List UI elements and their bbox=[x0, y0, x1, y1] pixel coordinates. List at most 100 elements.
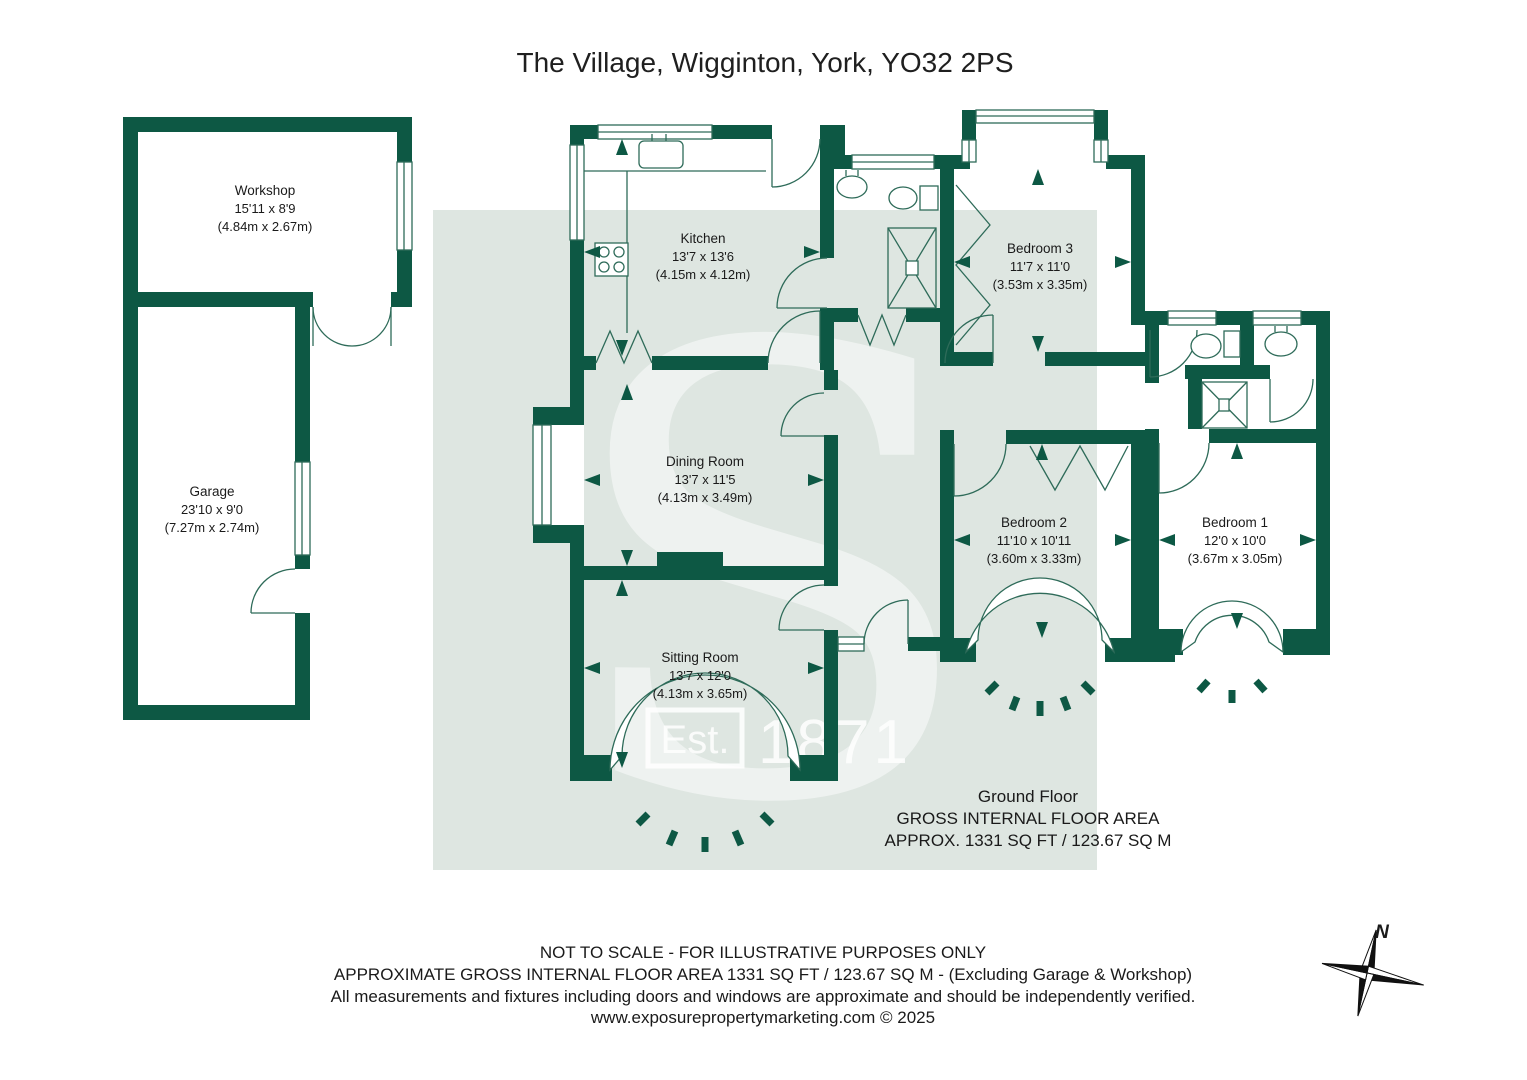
wall-segment bbox=[824, 580, 838, 586]
wall-segment bbox=[712, 125, 772, 139]
room-dims-m: (3.53m x 3.35m) bbox=[993, 277, 1088, 292]
room-name: Workshop bbox=[235, 183, 296, 198]
wall-segment bbox=[1131, 430, 1147, 638]
window bbox=[569, 144, 585, 241]
wall-segment bbox=[123, 292, 313, 307]
arrow bbox=[808, 662, 824, 674]
window bbox=[294, 461, 311, 556]
watermark-est-box bbox=[645, 707, 745, 769]
wall-segment bbox=[570, 370, 584, 407]
wall-segment bbox=[940, 155, 954, 366]
bay-mullions bbox=[635, 678, 1268, 852]
wall-segment bbox=[657, 552, 723, 566]
toilet-icon bbox=[1190, 330, 1241, 359]
wall-segment bbox=[908, 637, 940, 651]
room-dims-ft: 11'7 x 11'0 bbox=[1010, 259, 1070, 274]
room-label-bedroom3: Bedroom 3 11'7 x 11'0 (3.53m x 3.35m) bbox=[993, 241, 1088, 292]
door-arc bbox=[250, 568, 296, 614]
window bbox=[396, 161, 413, 251]
door-arc bbox=[863, 599, 909, 645]
arrow bbox=[1032, 336, 1044, 352]
arrow bbox=[1300, 534, 1316, 546]
arrow bbox=[621, 384, 633, 400]
wall-segment bbox=[824, 630, 838, 755]
window bbox=[532, 424, 584, 526]
room-label-kitchen: Kitchen 13'7 x 13'6 (4.15m x 4.12m) bbox=[656, 231, 751, 282]
window bbox=[837, 636, 865, 652]
footer-line1: NOT TO SCALE - FOR ILLUSTRATIVE PURPOSES… bbox=[540, 943, 986, 962]
shower-icon bbox=[1201, 381, 1248, 429]
wall-segment bbox=[820, 125, 845, 139]
wall-segment bbox=[570, 580, 584, 755]
door-arc bbox=[1158, 442, 1210, 494]
wall-segment bbox=[940, 352, 993, 366]
arrow bbox=[616, 752, 628, 768]
room-dims-ft: 11'10 x 10'11 bbox=[997, 533, 1072, 548]
bay-window bbox=[1180, 600, 1284, 654]
wall-segment bbox=[1185, 365, 1270, 379]
arrow bbox=[1231, 613, 1243, 629]
window bbox=[1252, 310, 1302, 326]
walls bbox=[123, 110, 1330, 781]
wall-segment bbox=[397, 117, 412, 162]
wall-segment bbox=[533, 525, 584, 543]
room-dims-ft: 12'0 x 10'0 bbox=[1204, 533, 1266, 548]
wall-segment bbox=[123, 292, 138, 720]
window bbox=[851, 154, 935, 170]
shower-icon bbox=[887, 227, 937, 309]
area-line2: GROSS INTERNAL FLOOR AREA bbox=[897, 809, 1161, 828]
area-line1: Ground Floor bbox=[978, 787, 1078, 806]
wall-segment bbox=[824, 370, 838, 390]
footer-disclaimer: NOT TO SCALE - FOR ILLUSTRATIVE PURPOSES… bbox=[331, 943, 1196, 1027]
room-dims-ft: 13'7 x 11'5 bbox=[674, 472, 735, 487]
arrow bbox=[804, 246, 820, 258]
wall-segment bbox=[1145, 311, 1159, 383]
wall-segment bbox=[962, 110, 976, 140]
arrow bbox=[954, 534, 970, 546]
wall-segment bbox=[820, 139, 834, 258]
room-dims-ft: 13'7 x 12'0 bbox=[669, 668, 731, 683]
room-label-bedroom2: Bedroom 2 11'10 x 10'11 (3.60m x 3.33m) bbox=[987, 515, 1082, 566]
wall-segment bbox=[570, 755, 612, 781]
room-label-sitting: Sitting Room 13'7 x 12'0 (4.13m x 3.65m) bbox=[653, 650, 748, 701]
window bbox=[1167, 310, 1217, 326]
arrow bbox=[1036, 444, 1048, 460]
door-arc bbox=[1269, 378, 1314, 423]
watermark-est-label: Est. bbox=[661, 718, 730, 762]
room-name: Bedroom 2 bbox=[1001, 515, 1067, 530]
page-title: The Village, Wigginton, York, YO32 2PS bbox=[516, 47, 1013, 78]
compass-icon: N bbox=[1321, 922, 1424, 1017]
windows bbox=[294, 109, 1302, 652]
footer-line3: All measurements and fixtures including … bbox=[331, 987, 1196, 1006]
room-dims-ft: 23'10 x 9'0 bbox=[181, 502, 243, 517]
area-summary: Ground Floor GROSS INTERNAL FLOOR AREA A… bbox=[885, 787, 1172, 850]
room-name: Garage bbox=[189, 484, 234, 499]
wall-segment bbox=[1188, 379, 1202, 429]
room-dims-m: (3.67m x 3.05m) bbox=[1188, 551, 1283, 566]
fixtures bbox=[584, 134, 1298, 429]
room-dims-m: (4.13m x 3.65m) bbox=[653, 686, 748, 701]
wall-segment bbox=[570, 125, 584, 145]
bay-windows bbox=[609, 577, 1284, 852]
arrow bbox=[584, 246, 600, 258]
wall-segment bbox=[1209, 429, 1330, 443]
room-dims-m: (3.60m x 3.33m) bbox=[987, 551, 1082, 566]
double-door bbox=[312, 306, 392, 347]
wall-segment bbox=[295, 555, 310, 569]
room-label-dining: Dining Room 13'7 x 11'5 (4.13m x 3.49m) bbox=[658, 454, 753, 505]
room-dims-m: (7.27m x 2.74m) bbox=[165, 520, 260, 535]
arrow bbox=[616, 340, 628, 356]
hob-icon bbox=[594, 242, 629, 277]
doors bbox=[250, 138, 1314, 645]
arrow bbox=[1115, 256, 1131, 268]
wall-segment bbox=[295, 613, 310, 720]
room-dims-ft: 15'11 x 8'9 bbox=[234, 201, 295, 216]
door-arc bbox=[778, 584, 825, 631]
wall-segment bbox=[834, 308, 858, 322]
door-arc bbox=[776, 257, 828, 309]
wall-segment bbox=[906, 308, 940, 322]
arrow bbox=[616, 139, 628, 155]
wall-segment bbox=[652, 356, 768, 370]
